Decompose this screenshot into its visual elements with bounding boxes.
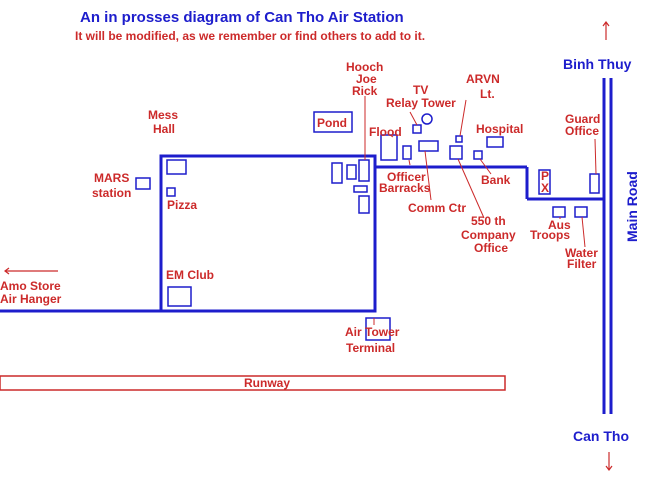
aus-troops-label-line2: Troops (530, 228, 570, 242)
pizza-label: Pizza (167, 198, 197, 212)
amo-store-label-line1: Amo Store (0, 279, 61, 293)
hospital-label: Hospital (476, 122, 523, 136)
binh-thuy-label: Binh Thuy (563, 56, 632, 72)
arrow-south-icon (605, 452, 613, 471)
bank-building (473, 150, 483, 160)
officer-barracks-label-line2: Barracks (379, 181, 431, 195)
em-club-building (167, 286, 192, 307)
hooch-label-line1: Hooch (346, 60, 383, 74)
runway-label: Runway (244, 376, 290, 390)
hooch-label-line2: Joe (356, 72, 377, 86)
air-tower-label-line2: Terminal (346, 341, 395, 355)
relay-tower-icon (421, 113, 433, 125)
runway-strip (0, 375, 506, 391)
diagram-title: An in prosses diagram of Can Tho Air Sta… (80, 9, 404, 26)
company-550-label-line2: Company (461, 228, 516, 242)
bank-label: Bank (481, 173, 511, 187)
arrow-north-icon (602, 21, 610, 40)
diagram-subtitle: It will be modified, as we remember or f… (75, 29, 425, 43)
company-550-label-line3: Office (474, 241, 508, 255)
water-filter-label-line2: Filter (567, 257, 597, 271)
pizza-building (166, 187, 176, 197)
guard-office-label-line1: Guard (565, 112, 600, 126)
em-club-label: EM Club (166, 268, 214, 282)
comm-ctr-building (418, 140, 439, 152)
hooch-label-line3: Rick (352, 84, 378, 98)
water-filter-building (574, 206, 588, 218)
hooch-building-5 (358, 195, 370, 214)
leader-lines (364, 96, 597, 325)
mess-hall-label-line1: Mess (148, 108, 178, 122)
hooch-building-1 (331, 162, 343, 184)
px-label-line2: X (541, 181, 549, 195)
aus-troops-label-line1: Aus (548, 218, 571, 232)
mess-hall-label-line2: Hall (153, 122, 175, 136)
arvn-label-line1: ARVN (466, 72, 500, 86)
mars-station-label-line2: station (92, 186, 131, 200)
hooch-building-4 (353, 185, 368, 193)
tv-relay-building (412, 124, 422, 134)
arrow-west-icon (4, 267, 58, 275)
amo-store-label-line2: Air Hanger (0, 292, 62, 306)
guard-office-building (589, 173, 600, 194)
air-tower-label-line1: Air Tower (345, 325, 400, 339)
mars-station-label-line1: MARS (94, 171, 129, 185)
water-filter-label-line1: Water (565, 246, 598, 260)
px-building (538, 169, 551, 195)
guard-office-label-line2: Office (565, 124, 599, 138)
tv-label-line1: TV (413, 83, 428, 97)
officer-barracks-building (402, 145, 412, 160)
officer-barracks-label-line1: Officer (387, 170, 426, 184)
flood-label: Flood (369, 125, 402, 139)
can-tho-label: Can Tho (573, 428, 629, 444)
flood-building (380, 134, 398, 161)
comm-ctr-label: Comm Ctr (408, 201, 466, 215)
mars-station-building (135, 177, 151, 190)
air-tower-building (365, 317, 391, 341)
aus-troops-building (552, 206, 566, 218)
pond-label: Pond (317, 116, 347, 130)
base-perimeter (0, 154, 604, 313)
arvn-label-line2: Lt. (480, 87, 495, 101)
mess-hall-building (166, 159, 187, 175)
hooch-building-2 (346, 164, 357, 180)
main-road-lines (602, 78, 613, 414)
pond-box (313, 111, 353, 133)
arvn-building (455, 135, 463, 143)
company-550-label-line1: 550 th (471, 214, 506, 228)
main-road-label: Main Road (624, 171, 640, 242)
company-550-building (449, 145, 463, 160)
hooch-building-3 (358, 159, 370, 182)
hospital-building (486, 136, 504, 148)
px-label-line1: P (541, 169, 549, 183)
tv-label-line2: Relay Tower (386, 96, 456, 110)
